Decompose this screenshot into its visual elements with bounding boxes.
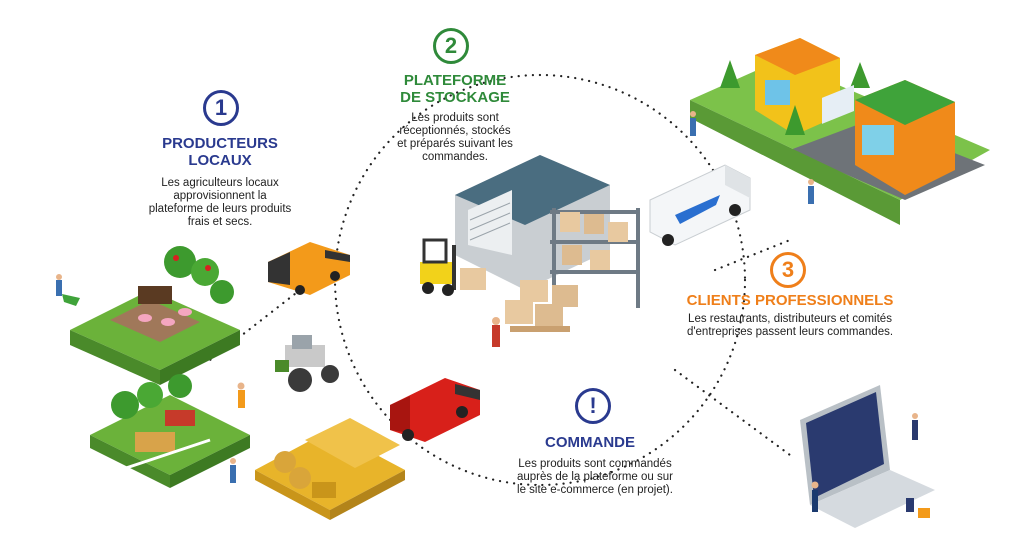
order-desc-line3: le site e-commerce (en projet).	[517, 484, 673, 496]
order-badge: !	[575, 388, 611, 424]
van-red-icon	[390, 378, 480, 442]
shelving-icon	[550, 208, 640, 308]
step1-desc-line4: frais et secs.	[187, 216, 253, 228]
truck-white-icon	[649, 164, 751, 246]
step1-title-line2: LOCAUX	[188, 152, 252, 169]
step2-title-line1: PLATEFORME	[403, 72, 507, 89]
tractor-icon	[275, 335, 339, 392]
step2-desc-line3: et préparés suivant les	[397, 138, 513, 150]
step3-number-badge: 3	[770, 252, 806, 288]
orchard-icon	[90, 374, 250, 488]
connector-clients	[713, 238, 792, 272]
step3-description: Les restaurants, distributeurs et comité…	[665, 313, 915, 339]
forklift-icon	[420, 238, 486, 296]
step2-desc-line2: réceptionnés, stockés	[399, 125, 511, 137]
step1-desc-line2: approvisionnent la	[173, 190, 267, 202]
crates-icon	[492, 280, 578, 347]
step1-number-badge: 1	[203, 90, 239, 126]
step2-desc-line4: commandes.	[422, 151, 488, 163]
step1-description: Les agriculteurs locaux approvisionnent …	[130, 177, 310, 229]
shops-icon	[690, 38, 990, 225]
laptop-shop-icon	[800, 84, 935, 528]
step2-desc-line1: Les produits sont	[411, 112, 499, 124]
step1-title-line1: PRODUCTEURS	[162, 135, 278, 152]
farm-pigs-icon	[70, 246, 240, 385]
step2-number-badge: 2	[433, 28, 469, 64]
step3-desc-line1: Les restaurants, distributeurs et comité…	[688, 313, 892, 325]
farmer-wheelbarrow-icon	[56, 274, 80, 306]
step2-title: PLATEFORME DE STOCKAGE	[375, 72, 535, 106]
order-desc-line2: auprès de la plateforme ou sur	[517, 471, 673, 483]
step2-description: Les produits sont réceptionnés, stockés …	[370, 112, 540, 164]
wheat-field-icon	[255, 418, 405, 520]
order-desc-line1: Les produits sont commandés	[518, 458, 672, 470]
order-title: COMMANDE	[545, 434, 635, 451]
step1-desc-line3: plateforme de leurs produits	[148, 203, 292, 215]
step1-desc-line1: Les agriculteurs locaux	[161, 177, 279, 189]
connector-laptop	[673, 368, 792, 457]
order-description: Les produits sont commandés auprès de la…	[500, 458, 690, 497]
farmer-figure-icon	[230, 382, 245, 483]
step1-title: PRODUCTEURS LOCAUX	[140, 135, 300, 169]
step3-title: CLIENTS PROFESSIONNELS	[686, 292, 894, 309]
van-orange-icon	[268, 242, 350, 295]
flow-circle	[333, 73, 747, 487]
step2-title-line2: DE STOCKAGE	[400, 89, 510, 106]
step3-desc-line2: d'entreprises passent leurs commandes.	[686, 326, 894, 338]
